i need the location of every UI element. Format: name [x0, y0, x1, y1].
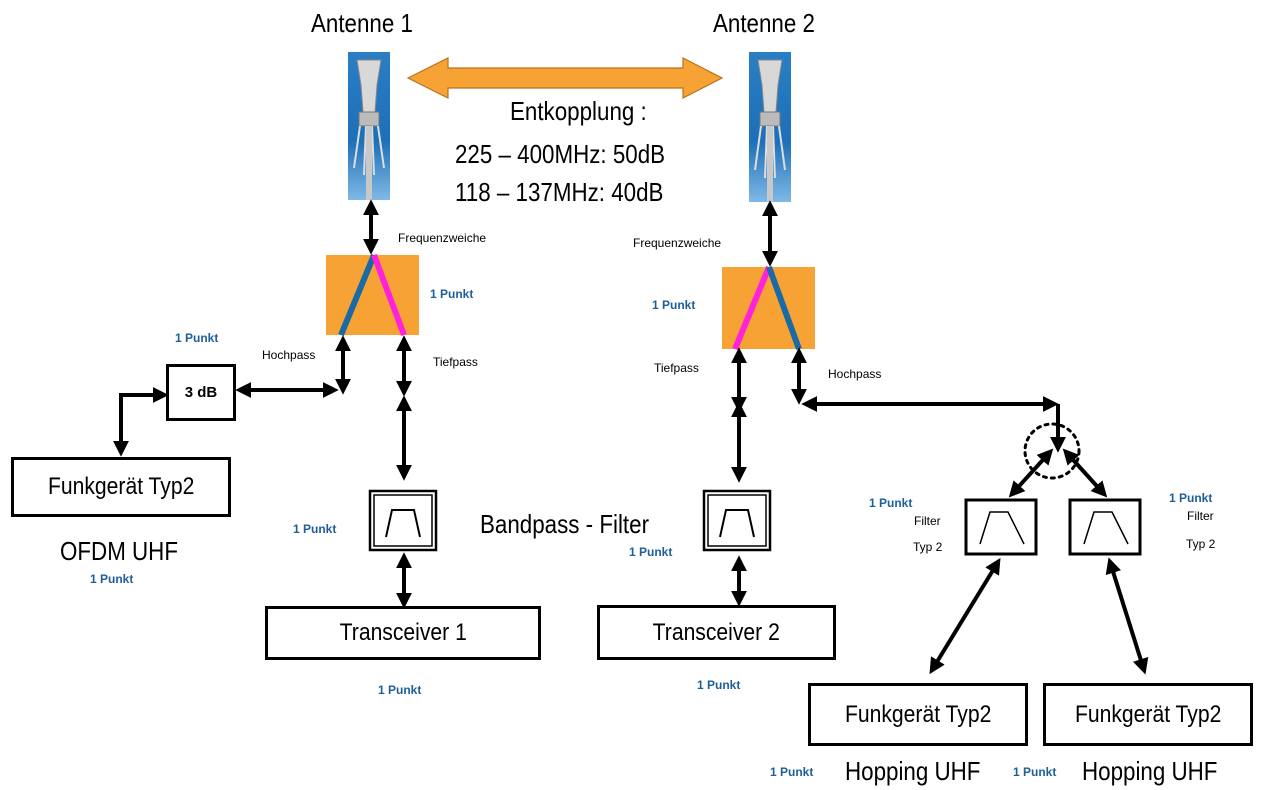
- filter-type2-right: [1068, 498, 1142, 556]
- hopping-uhf-left-label: Hopping UHF: [845, 756, 981, 786]
- point-label-diplexer-2: 1 Punkt: [652, 298, 696, 312]
- filter-type2-left: [964, 498, 1038, 556]
- decoupling-line-1: 225 – 400MHz: 50dB: [455, 139, 666, 169]
- antenna-1-label: Antenne 1: [311, 8, 413, 38]
- bandpass-filter-label: Bandpass - Filter: [480, 509, 650, 539]
- point-label-transceiver-2: 1 Punkt: [697, 678, 741, 692]
- antenna-2-label: Antenne 2: [713, 8, 815, 38]
- bandpass-filter-1: [368, 489, 438, 552]
- diplexer-1-label: Frequenzweiche: [398, 231, 487, 245]
- lowpass-label-2: Tiefpass: [654, 361, 699, 375]
- transceiver-1-label: Transceiver 1: [339, 619, 467, 646]
- diplexer-1: [326, 253, 419, 337]
- radio-type2-hopping-left-box: Funkgerät Typ2: [808, 683, 1028, 746]
- diplexer-2: [722, 265, 815, 351]
- highpass-label-1: Hochpass: [262, 348, 316, 362]
- point-label-transceiver-1: 1 Punkt: [378, 683, 422, 697]
- transceiver-2-label: Transceiver 2: [652, 618, 781, 646]
- decoupling-arrow: [406, 57, 724, 99]
- arrow-splitter-filter-left: [1008, 448, 1054, 498]
- transceiver-1-box: Transceiver 1: [265, 606, 541, 660]
- point-label-hopping-left: 1 Punkt: [770, 765, 814, 779]
- antenna-1-image: [348, 52, 390, 200]
- diplexer-2-label: Frequenzweiche: [633, 236, 722, 250]
- radio-type2-hopping-right-box: Funkgerät Typ2: [1043, 683, 1253, 746]
- attenuator-3db: 3 dB: [166, 364, 236, 421]
- point-label-filter-right: 1 Punkt: [1169, 491, 1213, 505]
- point-label-hopping-right: 1 Punkt: [1013, 765, 1057, 779]
- point-label-attenuator: 1 Punkt: [175, 331, 219, 345]
- filter-left-label: Filter: [914, 514, 941, 528]
- point-label-bandpass-1: 1 Punkt: [293, 522, 337, 536]
- arrow-filter-right-radio: [1105, 557, 1149, 675]
- decoupling-line-2: 118 – 137MHz: 40dB: [455, 177, 664, 207]
- bandpass-filter-2: [702, 489, 772, 552]
- radio-type2-hopping-left-label: Funkgerät Typ2: [844, 700, 992, 728]
- arrow-radio-attenuator: [113, 387, 169, 457]
- point-label-diplexer-1: 1 Punkt: [430, 287, 474, 301]
- arrow-splitter-filter-right: [1062, 448, 1108, 498]
- filter-right-type-label: Typ 2: [1186, 537, 1216, 551]
- filter-left-type-label: Typ 2: [913, 540, 943, 554]
- attenuator-label: 3 dB: [184, 384, 218, 401]
- ofdm-uhf-label: OFDM UHF: [60, 536, 178, 566]
- highpass-label-2: Hochpass: [828, 367, 882, 381]
- filter-right-label: Filter: [1187, 509, 1214, 523]
- lowpass-label-1: Tiefpass: [433, 355, 478, 369]
- radio-type2-ofdm-box: Funkgerät Typ2: [11, 457, 231, 517]
- antenna-2-image: [749, 52, 791, 202]
- radio-type2-ofdm-label: Funkgerät Typ2: [47, 473, 195, 500]
- point-label-bandpass-2: 1 Punkt: [629, 545, 673, 559]
- point-label-ofdm: 1 Punkt: [90, 572, 134, 586]
- decoupling-title: Entkopplung :: [510, 96, 647, 126]
- point-label-filter-left: 1 Punkt: [869, 496, 913, 510]
- transceiver-2-box: Transceiver 2: [597, 605, 836, 660]
- splitter-circle: [1023, 422, 1081, 480]
- hopping-uhf-right-label: Hopping UHF: [1082, 756, 1218, 786]
- radio-type2-hopping-right-label: Funkgerät Typ2: [1074, 700, 1222, 728]
- connection-arrows: [113, 199, 1149, 675]
- arrow-filter-left-radio: [929, 557, 1001, 675]
